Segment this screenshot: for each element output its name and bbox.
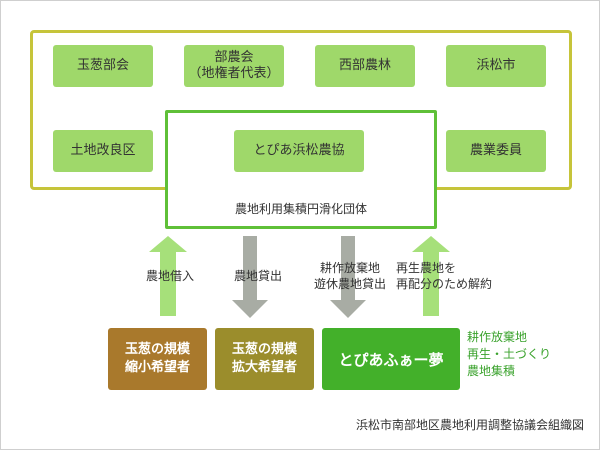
label-renew: 再生農地を 再配分のため解約: [396, 260, 526, 292]
org-hamamatsu: 浜松市: [446, 45, 546, 87]
expand-applicants-line1: 玉葱の規模: [231, 342, 297, 357]
dream-activity-2: 再生・土づくり: [467, 347, 552, 361]
label-borrow: 農地借入: [145, 269, 194, 283]
label-lend: 農地貸出: [233, 269, 282, 283]
label-abandoned-line1: 耕作放棄地: [319, 261, 380, 275]
org-tochi-label: 土地改良区: [70, 143, 136, 158]
dream-activity-3: 農地集積: [467, 364, 516, 378]
shrink-applicants-line1: 玉葱の規模: [124, 342, 190, 357]
label-abandoned: 耕作放棄地 遊休農地貸出: [300, 260, 400, 292]
org-hamamatsu-label: 浜松市: [476, 58, 516, 73]
arrow-up-borrow: [149, 236, 187, 316]
diagram-caption: 浜松市南部地区農地利用調整協議会組織図: [355, 418, 584, 432]
label-abandoned-line2: 遊休農地貸出: [313, 277, 386, 291]
expand-applicants: 玉葱の規模 拡大希望者: [215, 328, 314, 390]
org-seibu-label: 西部農林: [338, 58, 391, 73]
org-tamanegi-label: 玉葱部会: [76, 58, 129, 73]
expand-applicants-line2: 拡大希望者: [231, 360, 297, 375]
org-nouka: 部農会 （地権者代表）: [184, 45, 284, 87]
arrow-up-renew: [412, 236, 450, 316]
label-renew-line2: 再配分のため解約: [396, 277, 493, 291]
arrow-down-lend: [232, 236, 268, 318]
toppia-far-dream: とぴあふぁー夢: [322, 328, 460, 390]
org-toppia: とぴあ浜松農協: [234, 130, 364, 172]
org-iin-label: 農業委員: [469, 143, 522, 158]
facilitation-group-label: 農地利用集積円滑化団体: [234, 202, 367, 216]
org-nouka-label-line1: 部農会: [214, 50, 254, 65]
shrink-applicants: 玉葱の規模 縮小希望者: [108, 328, 207, 390]
toppia-far-dream-label: とぴあふぁー夢: [338, 350, 444, 369]
org-tochi: 土地改良区: [53, 130, 153, 172]
org-iin: 農業委員: [446, 130, 546, 172]
dream-activities: 耕作放棄地 再生・土づくり 農地集積: [467, 329, 551, 380]
org-seibu: 西部農林: [315, 45, 415, 87]
org-nouka-label-line2: （地権者代表）: [188, 66, 280, 81]
org-toppia-label: とぴあ浜松農協: [253, 143, 345, 158]
org-tamanegi: 玉葱部会: [53, 45, 153, 87]
shrink-applicants-line2: 縮小希望者: [124, 360, 190, 375]
dream-activity-1: 耕作放棄地: [467, 330, 528, 344]
label-renew-line1: 再生農地を: [396, 261, 457, 275]
arrow-down-abandoned: [330, 236, 366, 318]
